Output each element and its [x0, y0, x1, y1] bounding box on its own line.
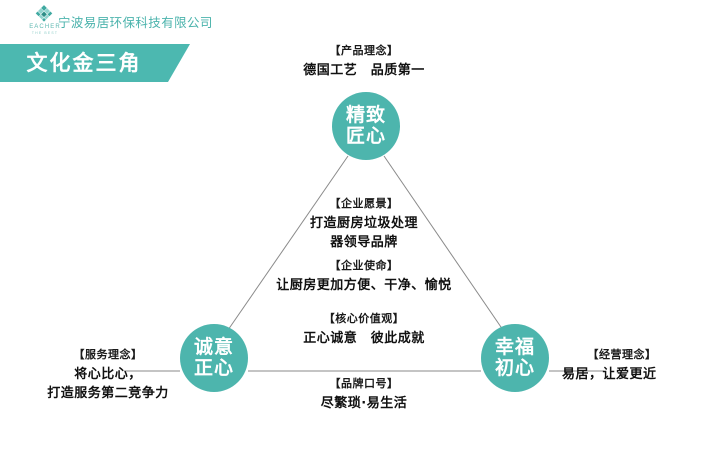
- node-left-line2: 正心: [193, 357, 234, 379]
- block-operation-concept-line-1: 易居，让爱更近: [562, 367, 657, 382]
- block-operation-concept: 【经营理念】 易居，让爱更近: [562, 346, 712, 385]
- node-left-line1: 诚意: [193, 335, 234, 358]
- diamond-logo-icon: [35, 5, 53, 22]
- block-service-concept-line-1: 将心比心，: [74, 367, 142, 382]
- section-banner: 文化金三角: [0, 44, 190, 82]
- node-left-sincerity[interactable]: 诚意 正心: [180, 324, 248, 392]
- node-top-line2: 匠心: [345, 125, 386, 147]
- block-product-concept: 【产品理念】 德国工艺 品质第一: [264, 42, 464, 81]
- logo-sub-wordmark: THE BEST: [31, 31, 59, 35]
- block-core-values-tag: 【核心价值观】: [323, 312, 405, 325]
- node-right-happiness[interactable]: 幸福 初心: [481, 324, 549, 392]
- node-top-craftsmanship[interactable]: 精致 匠心: [332, 92, 400, 160]
- logo-wordmark: EACHER: [29, 24, 61, 30]
- company-name: 宁波易居环保科技有限公司: [58, 15, 213, 30]
- block-vision-tag: 【企业愿景】: [329, 197, 399, 210]
- block-brand-slogan: 【品牌口号】 尽繁琐·易生活: [264, 375, 464, 414]
- block-mission-line-1: 让厨房更加方便、干净、愉悦: [276, 278, 452, 293]
- block-product-concept-line-1: 德国工艺 品质第一: [303, 63, 425, 78]
- block-core-values-line-1: 正心诚意 彼此成就: [303, 331, 425, 346]
- block-service-concept: 【服务理念】 将心比心， 打造服务第二竞争力: [38, 346, 178, 404]
- block-vision: 【企业愿景】 打造厨房垃圾处理 器领导品牌: [264, 195, 464, 253]
- block-service-concept-line-2: 打造服务第二竞争力: [47, 385, 169, 401]
- block-vision-line-2: 器领导品牌: [330, 234, 398, 250]
- page-header: EACHER THE BEST 宁波易居环保科技有限公司: [0, 0, 728, 42]
- company-logo: EACHER THE BEST: [22, 4, 68, 38]
- block-brand-slogan-tag: 【品牌口号】: [329, 377, 399, 390]
- node-top-line1: 精致: [345, 103, 386, 126]
- node-right-line2: 初心: [494, 357, 535, 379]
- node-right-line1: 幸福: [494, 335, 535, 358]
- block-operation-concept-tag: 【经营理念】: [587, 348, 657, 361]
- block-product-concept-tag: 【产品理念】: [329, 44, 399, 57]
- block-mission: 【企业使命】 让厨房更加方便、干净、愉悦: [244, 257, 484, 296]
- block-mission-tag: 【企业使命】: [329, 259, 399, 272]
- block-brand-slogan-line-1: 尽繁琐·易生活: [320, 396, 408, 411]
- block-vision-line-1: 打造厨房垃圾处理: [309, 216, 418, 231]
- section-banner-title: 文化金三角: [26, 51, 142, 75]
- block-service-concept-tag: 【服务理念】: [73, 348, 143, 361]
- block-core-values: 【核心价值观】 正心诚意 彼此成就: [264, 310, 464, 349]
